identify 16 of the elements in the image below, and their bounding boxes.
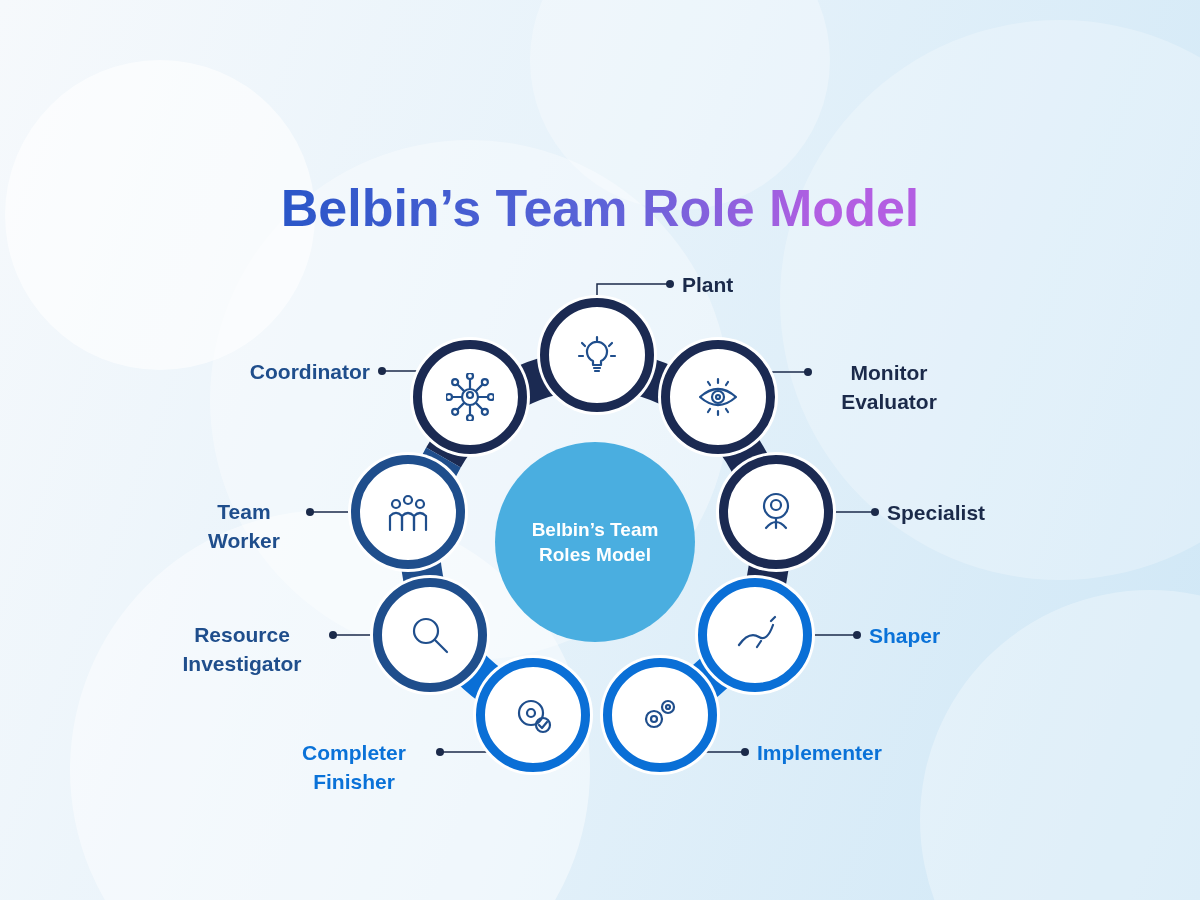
role-label: Coordinator	[222, 356, 382, 386]
icon-circle	[351, 455, 465, 569]
role-label: Specialist	[875, 497, 1005, 527]
role-label: Implementer	[745, 737, 895, 767]
role-label: Monitor Evaluator	[808, 358, 958, 416]
role-label: Team Worker	[190, 497, 310, 555]
icon-circle	[476, 658, 590, 772]
role-label: Shaper	[857, 620, 957, 650]
center-circle: Belbin’s Team Roles Model	[495, 442, 695, 642]
icon-circle	[413, 340, 527, 454]
role-label: Resource Investigator	[163, 620, 333, 678]
role-label: Completer Finisher	[280, 738, 440, 796]
role-label: Plant	[670, 269, 780, 299]
icon-circle	[698, 578, 812, 692]
icon-circle	[719, 455, 833, 569]
icon-circle	[661, 340, 775, 454]
